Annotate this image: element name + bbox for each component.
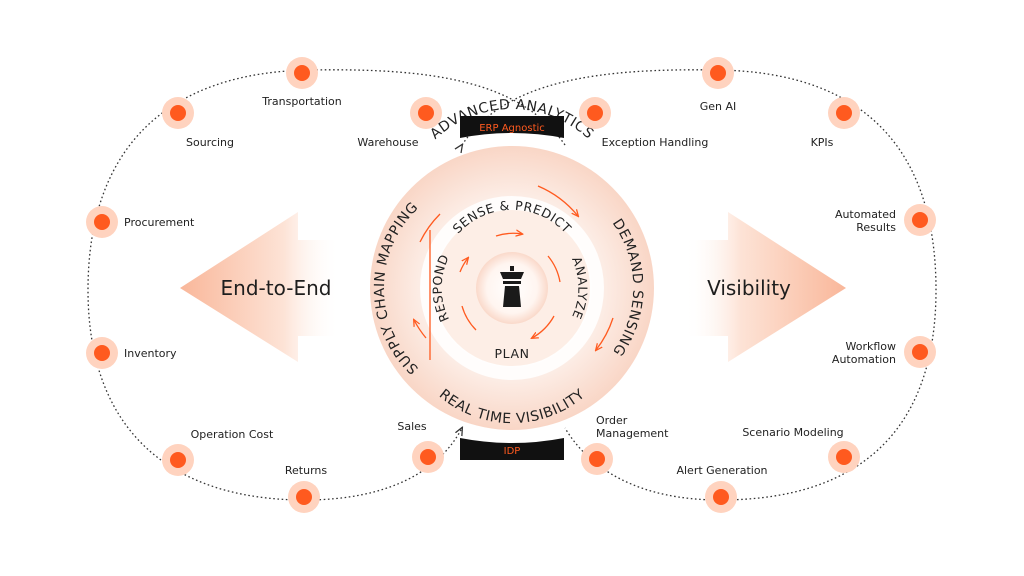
node-dot (589, 451, 605, 467)
svg-text:Returns: Returns (285, 464, 328, 477)
svg-text:Operation Cost: Operation Cost (191, 428, 274, 441)
svg-text:Management: Management (596, 427, 669, 440)
node-dot (296, 489, 312, 505)
ring-label-respond: RESPOND (430, 252, 452, 324)
node-alert-generation: Alert Generation (676, 464, 768, 513)
idp-label: IDP (504, 446, 521, 457)
svg-text:Transportation: Transportation (261, 95, 341, 108)
node-gen-ai: Gen AI (700, 57, 737, 113)
svg-text:Sales: Sales (397, 420, 427, 433)
erp-agnostic-badge: ERP Agnostic (460, 116, 564, 138)
left-arrow-label: End-to-End (221, 276, 332, 300)
svg-text:Sourcing: Sourcing (186, 136, 234, 149)
ring-label-analyze: ANALYZE (569, 254, 590, 321)
inner-cycle-arrows (459, 233, 561, 338)
node-dot (912, 212, 928, 228)
node-automated-results: Automated Results (835, 204, 936, 236)
right-loop-path (462, 69, 937, 501)
center-hub: ADVANCED ANALYTICS DEMAND SENSING REAL T… (370, 97, 654, 430)
node-dot (94, 345, 110, 361)
node-operation-cost: Operation Cost (162, 428, 274, 476)
node-sales: Sales (397, 420, 444, 473)
ring-label-plan: PLAN (494, 346, 529, 361)
node-workflow-automation: Workflow Automation (832, 336, 936, 368)
node-kpis: KPIs (811, 97, 860, 149)
svg-text:Scenario Modeling: Scenario Modeling (742, 426, 843, 439)
svg-text:Inventory: Inventory (124, 347, 177, 360)
svg-text:Alert Generation: Alert Generation (676, 464, 767, 477)
svg-text:Warehouse: Warehouse (357, 136, 418, 149)
node-procurement: Procurement (86, 206, 195, 238)
node-inventory: Inventory (86, 337, 177, 369)
node-order-management: Order Management (581, 414, 669, 475)
erp-agnostic-label: ERP Agnostic (479, 123, 545, 134)
node-dot (836, 449, 852, 465)
node-sourcing: Sourcing (162, 97, 234, 149)
node-dot (713, 489, 729, 505)
svg-text:Procurement: Procurement (124, 216, 195, 229)
node-returns: Returns (285, 464, 328, 513)
svg-text:Automated: Automated (835, 208, 896, 221)
node-warehouse: Warehouse (357, 97, 442, 149)
left-loop-path (87, 69, 566, 501)
node-scenario-modeling: Scenario Modeling (742, 426, 860, 473)
node-dot (170, 105, 186, 121)
node-dot (420, 449, 436, 465)
left-loop-nodes: Transportation Sourcing Warehouse Procur… (86, 57, 444, 513)
node-dot (418, 105, 434, 121)
right-arrow: Visibility (684, 212, 846, 362)
node-dot (836, 105, 852, 121)
svg-text:Gen AI: Gen AI (700, 100, 737, 113)
node-dot (170, 452, 186, 468)
svg-text:Workflow: Workflow (845, 340, 896, 353)
node-dot (912, 344, 928, 360)
node-dot (710, 65, 726, 81)
svg-text:Automation: Automation (832, 353, 896, 366)
control-tower-icon (500, 266, 524, 307)
svg-text:Order: Order (596, 414, 628, 427)
svg-text:KPIs: KPIs (811, 136, 834, 149)
svg-text:Exception Handling: Exception Handling (602, 136, 709, 149)
node-dot (294, 65, 310, 81)
right-arrow-label: Visibility (707, 276, 791, 300)
node-dot (94, 214, 110, 230)
loops (87, 69, 937, 501)
right-loop-nodes: Gen AI Exception Handling KPIs Automated… (579, 57, 936, 513)
left-arrow: End-to-End (180, 212, 340, 362)
idp-badge: IDP (460, 438, 564, 460)
node-exception-handling: Exception Handling (579, 97, 708, 149)
svg-text:Results: Results (856, 221, 896, 234)
node-transportation: Transportation (261, 57, 342, 108)
outer-cycle-arrows (414, 185, 614, 350)
node-dot (587, 105, 603, 121)
